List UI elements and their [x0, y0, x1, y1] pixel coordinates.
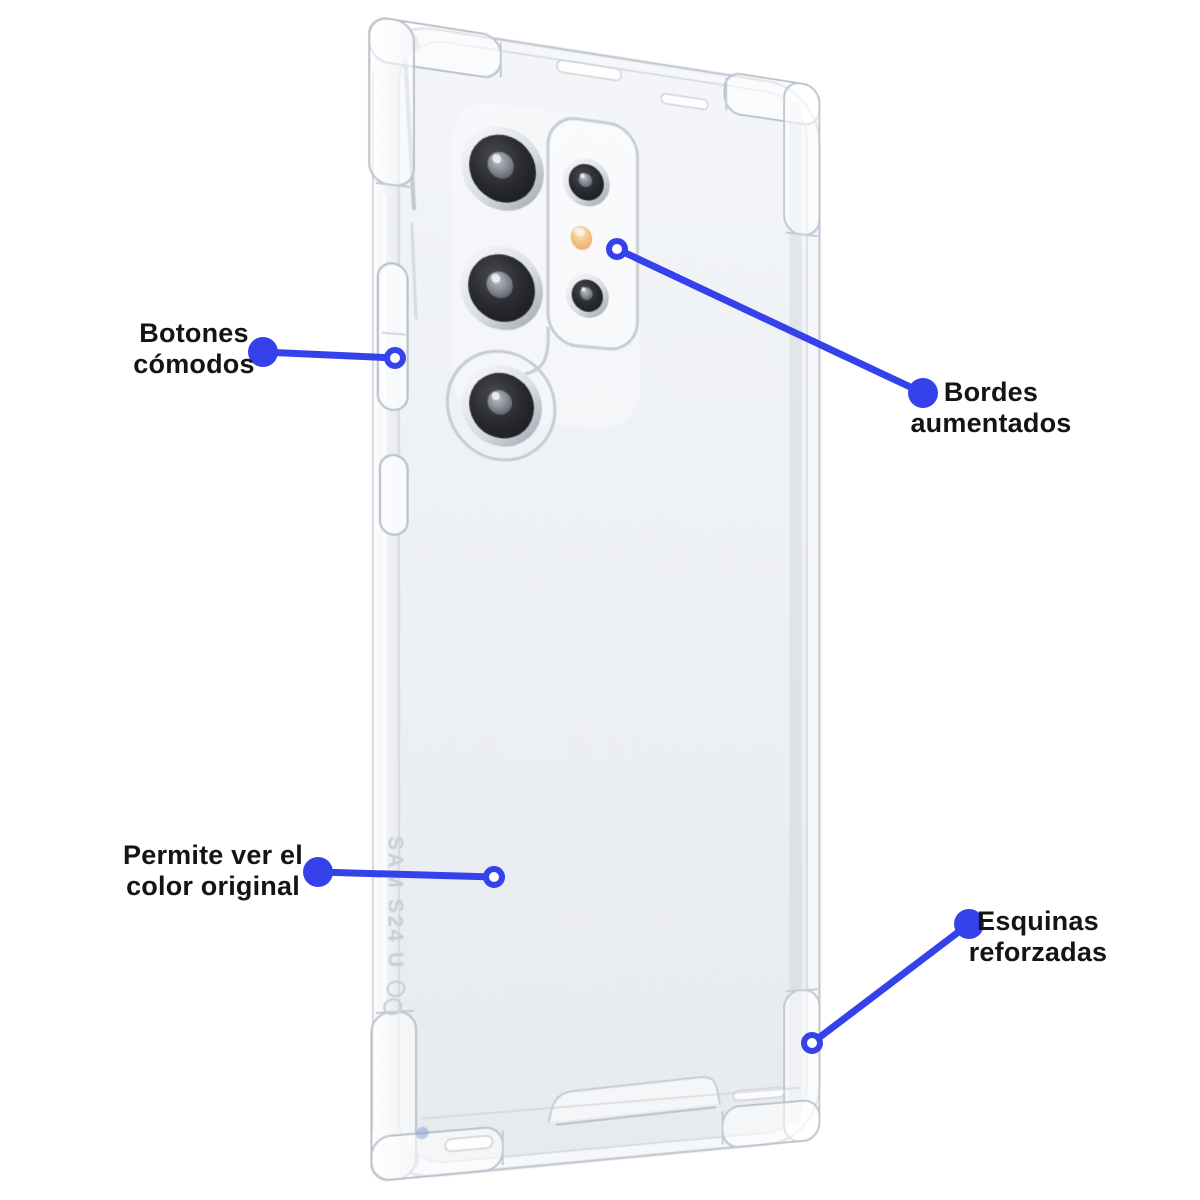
corner-bumper-top-right-v	[784, 81, 819, 237]
corner-bumper-bottom-right-h	[723, 1099, 820, 1148]
phone-case: SAM S24 U	[369, 16, 819, 1182]
label-permite-ver-color: Permite ver el color original	[98, 840, 328, 902]
label-botones-comodos: Botones cómodos	[79, 318, 309, 380]
phone-case-art: SAM S24 U	[0, 0, 1114, 1200]
right-edge-shading	[789, 101, 801, 1125]
power-button	[380, 454, 408, 535]
corner-bumper-top-left-v	[369, 16, 414, 188]
case-engraving: SAM S24 U	[383, 836, 406, 971]
camera-module	[447, 96, 640, 468]
volume-button	[378, 262, 408, 411]
label-bordes-aumentados: Bordes aumentados	[876, 377, 1106, 439]
label-esquinas-reforzadas: Esquinas reforzadas	[923, 906, 1153, 968]
phone-case-photo: SAM S24 U	[0, 0, 1114, 1200]
